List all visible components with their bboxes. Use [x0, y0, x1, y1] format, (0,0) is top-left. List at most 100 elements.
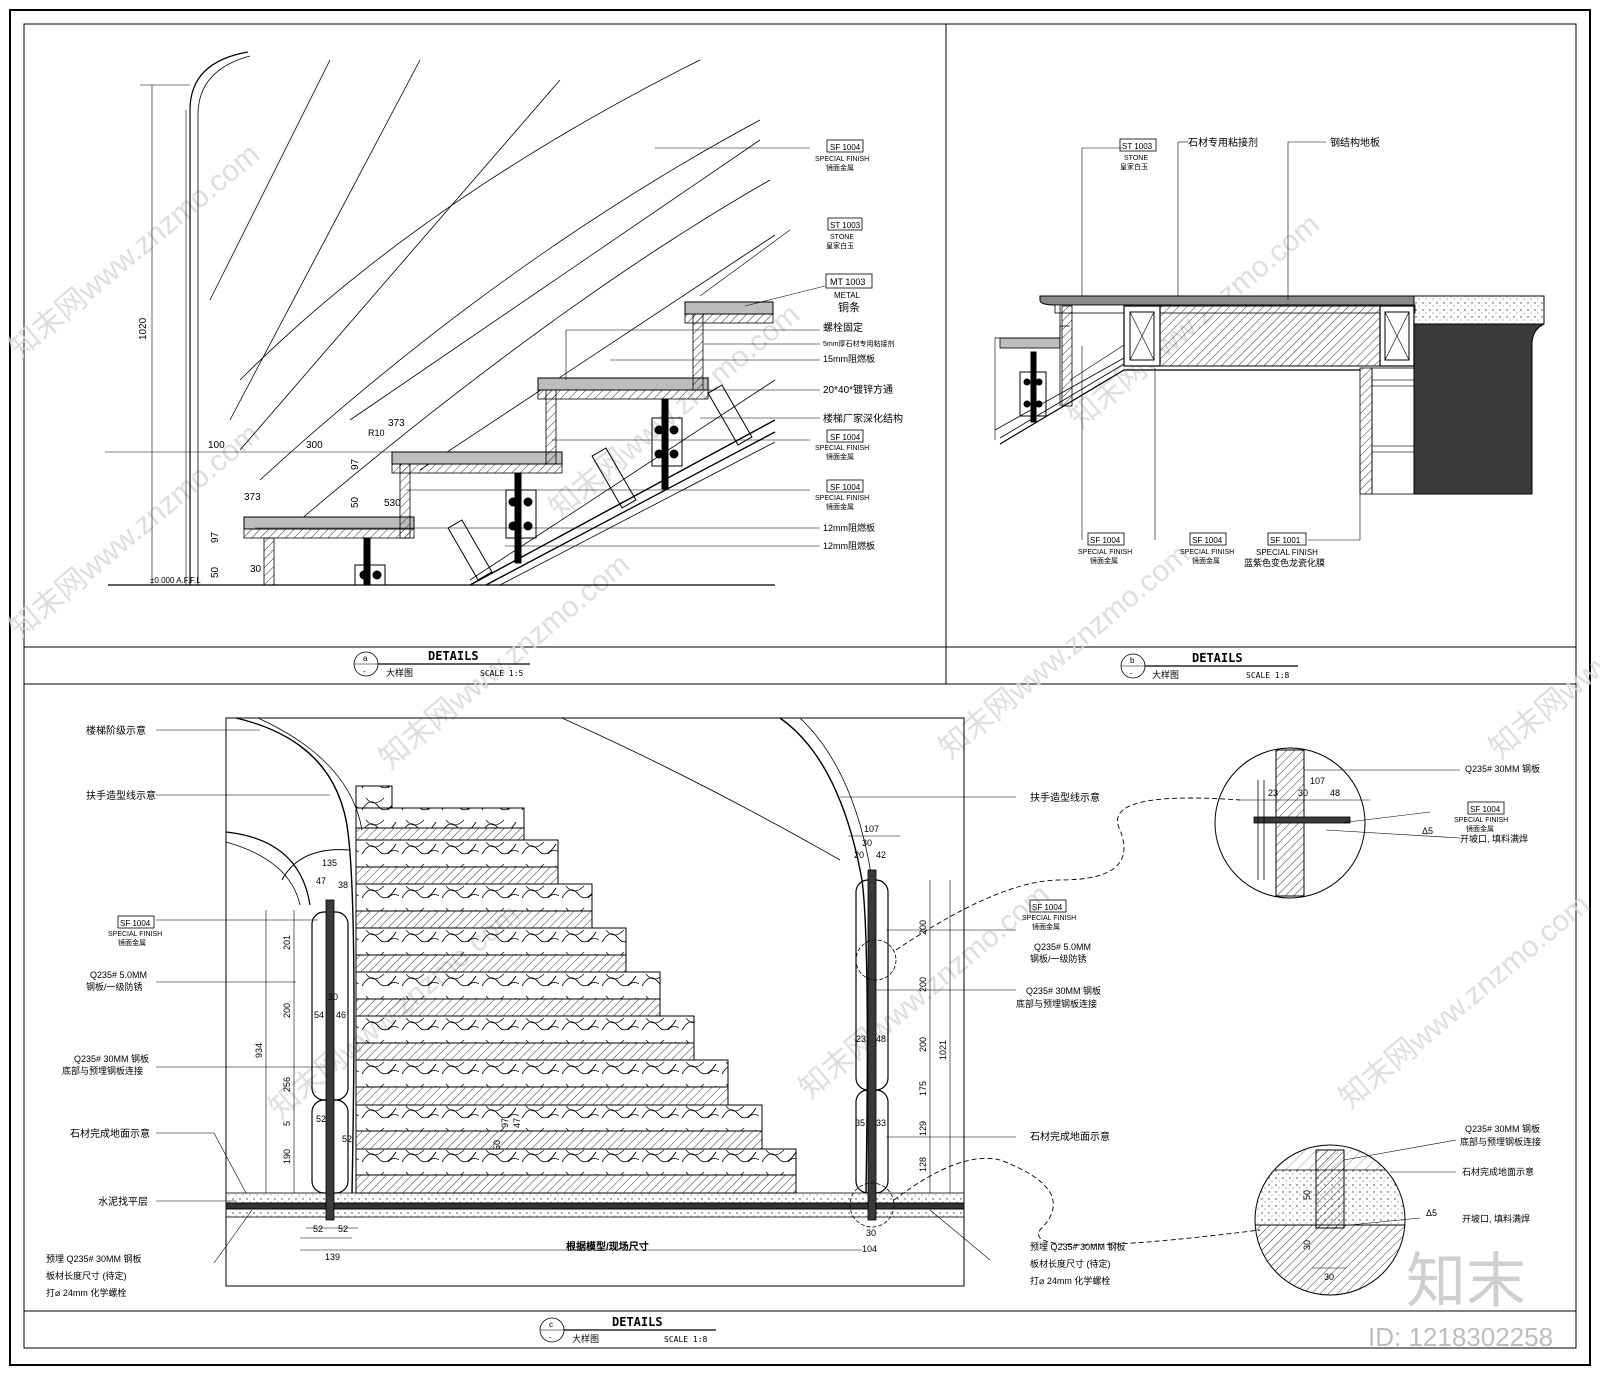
callout-b-sf1004-a: SF 1004 SPECIAL FINISH 镜面金属: [1078, 532, 1132, 565]
svg-text:MT 1003: MT 1003: [830, 277, 865, 287]
panel-c-center-note: 根据模型/现场尺寸: [566, 1240, 649, 1253]
svg-text:SPECIAL FINISH: SPECIAL FINISH: [1256, 548, 1318, 557]
image-id: ID: 1218302258: [1368, 1322, 1553, 1352]
detail-top-107: 107: [1310, 776, 1325, 786]
label-stair-step: 楼梯阶级示意: [86, 724, 146, 737]
label-plate5-left-2: 钢板/一级防锈: [86, 981, 143, 992]
detail-top-sf-callout: SF 1004 SPECIAL FINISH 镜面金属: [1454, 801, 1508, 833]
panel-c-right-labels: 扶手造型线示意 SF 1004 SPECIAL FINISH 镜面金属 Q235…: [1016, 791, 1126, 1286]
detail-bottom-30b: 30: [1324, 1272, 1334, 1282]
svg-text:METAL: METAL: [834, 291, 861, 300]
callout-sf1004-top: SF 1004 SPECIAL FINISH 镜面金属: [815, 139, 869, 172]
svg-text:35: 35: [855, 1118, 865, 1128]
svg-text:皇家白玉: 皇家白玉: [826, 241, 854, 250]
dim-97-a: 97: [350, 458, 361, 470]
svg-text:54: 54: [314, 1010, 324, 1020]
label-plate30-left-2: 底部与预埋钢板连接: [62, 1065, 143, 1076]
detail-bottom-stone: 石材完成地面示意: [1462, 1166, 1534, 1177]
svg-text:52: 52: [338, 1224, 348, 1234]
svg-text:256: 256: [282, 1077, 292, 1092]
panel-c-title: DETAILS: [612, 1315, 663, 1329]
callout-st1003: ST 1003 STONE 皇家白玉: [826, 217, 863, 250]
panel-b-scale: SCALE 1:8: [1246, 671, 1290, 680]
panel-b-subtitle: 大样图: [1152, 669, 1179, 680]
dim-300: 300: [306, 440, 323, 451]
svg-text:5: 5: [282, 1121, 292, 1126]
label-board-15mm: 15mm阻燃板: [823, 353, 875, 364]
detail-top-48: 48: [1330, 788, 1340, 798]
label-embed-right-2: 板材长度尺寸 (待定): [1030, 1258, 1111, 1269]
svg-text:SPECIAL FINISH: SPECIAL FINISH: [815, 445, 869, 452]
callout-sf1004-low: SF 1004 SPECIAL FINISH 镜面金属: [815, 479, 869, 511]
svg-text:SF 1004: SF 1004: [830, 483, 861, 492]
ffl-label: ±0.000 A.F.F.L: [150, 576, 201, 585]
stair-steps: [355, 785, 797, 1194]
label-b-steel-floor: 钢结构地板: [1330, 136, 1380, 149]
dim-530: 530: [384, 498, 401, 509]
svg-text:镜面金属: 镜面金属: [1192, 556, 1220, 565]
label-embed-right-1: 预埋 Q235# 30MM 钢板: [1030, 1241, 1126, 1252]
svg-text:SPECIAL FINISH: SPECIAL FINISH: [815, 495, 869, 502]
label-plate30-right-2: 底部与预埋钢板连接: [1016, 998, 1097, 1009]
detail-circle-bottom: [1254, 1139, 1457, 1296]
svg-text:50: 50: [492, 1140, 502, 1150]
dim-r10: R10: [368, 428, 385, 438]
brand-logo: 知末: [1406, 1247, 1526, 1317]
label-plate5-right-1: Q235# 5.0MM: [1034, 942, 1091, 952]
svg-text:铜条: 铜条: [838, 300, 860, 314]
svg-text:52: 52: [342, 1134, 352, 1144]
svg-text:SPECIAL FINISH: SPECIAL FINISH: [1078, 549, 1132, 556]
label-plate5-right-2: 钢板/一级防锈: [1030, 953, 1087, 964]
panel-b-title-block: b - DETAILS 大样图 SCALE 1:8: [1120, 651, 1298, 680]
detail-bottom-50: 50: [1302, 1190, 1312, 1200]
detail-top-30: 30: [1298, 788, 1308, 798]
svg-text:SF 1004: SF 1004: [1032, 903, 1063, 912]
svg-text:30: 30: [328, 992, 338, 1002]
svg-text:135: 135: [322, 858, 337, 868]
detail-bottom-weld-sym: Δ5: [1426, 1208, 1437, 1218]
svg-text:SPECIAL FINISH: SPECIAL FINISH: [1180, 549, 1234, 556]
detail-bottom-plate-1: Q235# 30MM 钢板: [1465, 1123, 1540, 1134]
label-steel-tube: 20*40*镀锌方通: [823, 383, 893, 396]
svg-text:107: 107: [864, 824, 879, 834]
panel-b-labels: ST 1003 STONE 皇家白玉 石材专用粘接剂 钢结构地板 SF 1004…: [1078, 136, 1380, 568]
svg-text:SPECIAL FINISH: SPECIAL FINISH: [108, 931, 162, 938]
panel-c-drawing: [156, 717, 1261, 1287]
label-bolt-fix: 螺栓固定: [823, 321, 863, 334]
watermark-6: 知末网www.znzmo.com: [933, 538, 1196, 766]
label-plate5-left-1: Q235# 5.0MM: [90, 970, 147, 980]
dim-373-b: 373: [244, 492, 261, 503]
callout-b-sf1001: SF 1001 SPECIAL FINISH 蓝紫色变色龙瓷化膜: [1244, 532, 1325, 568]
svg-text:104: 104: [862, 1244, 877, 1254]
callout-b-sf1004-b: SF 1004 SPECIAL FINISH 镜面金属: [1180, 532, 1234, 565]
svg-text:ST 1003: ST 1003: [1122, 142, 1153, 151]
label-embed-left-1: 预埋 Q235# 30MM 钢板: [46, 1253, 142, 1264]
svg-text:42: 42: [876, 850, 886, 860]
panel-a-mark: a: [363, 654, 368, 663]
callout-b-st1003: ST 1003 STONE 皇家白玉: [1119, 138, 1157, 171]
svg-text:镜面金属: 镜面金属: [1466, 824, 1494, 833]
svg-text:129: 129: [918, 1121, 928, 1136]
callout-sf1004-mid: SF 1004 SPECIAL FINISH 镜面金属: [815, 429, 869, 461]
detail-top-weld-sym: Δ5: [1422, 826, 1433, 836]
svg-text:蓝紫色变色龙瓷化膜: 蓝紫色变色龙瓷化膜: [1244, 557, 1325, 568]
callout-c-sf1004-right: SF 1004 SPECIAL FINISH 镜面金属: [1022, 899, 1076, 931]
svg-text:SPECIAL FINISH: SPECIAL FINISH: [1454, 817, 1508, 824]
label-stone-floor-right: 石材完成地面示意: [1030, 1130, 1110, 1143]
dim-50-b: 50: [210, 566, 221, 578]
panel-a-labels: 1020 100 300 373 R10 373 97 50 530 97 50…: [138, 139, 903, 585]
callout-mt1003: MT 1003 METAL 铜条: [825, 273, 873, 314]
watermark-layer: 知末网www.znzmo.com 知末网www.znzmo.com 知末网www…: [3, 138, 1600, 1126]
detail-bottom-30a: 30: [1302, 1240, 1312, 1250]
label-embed-left-2: 板材长度尺寸 (待定): [46, 1270, 127, 1281]
svg-text:SF 1004: SF 1004: [1090, 536, 1121, 545]
panel-c-mark: c: [549, 1320, 553, 1329]
panel-c-title-block: c - DETAILS 大样图 SCALE 1:8: [539, 1315, 716, 1344]
svg-text:SF 1004: SF 1004: [1192, 536, 1223, 545]
panel-c-right-dims: 107 30 20 42 23 48 1021 200 200 200 175 …: [854, 824, 948, 1254]
panel-c-scale: SCALE 1:8: [664, 1335, 708, 1344]
svg-text:200: 200: [918, 1037, 928, 1052]
detail-circle-top-labels: Q235# 30MM 钢板 107 23 30 48 SF 1004 SPECI…: [1268, 763, 1540, 844]
dim-373-a: 373: [388, 418, 405, 429]
